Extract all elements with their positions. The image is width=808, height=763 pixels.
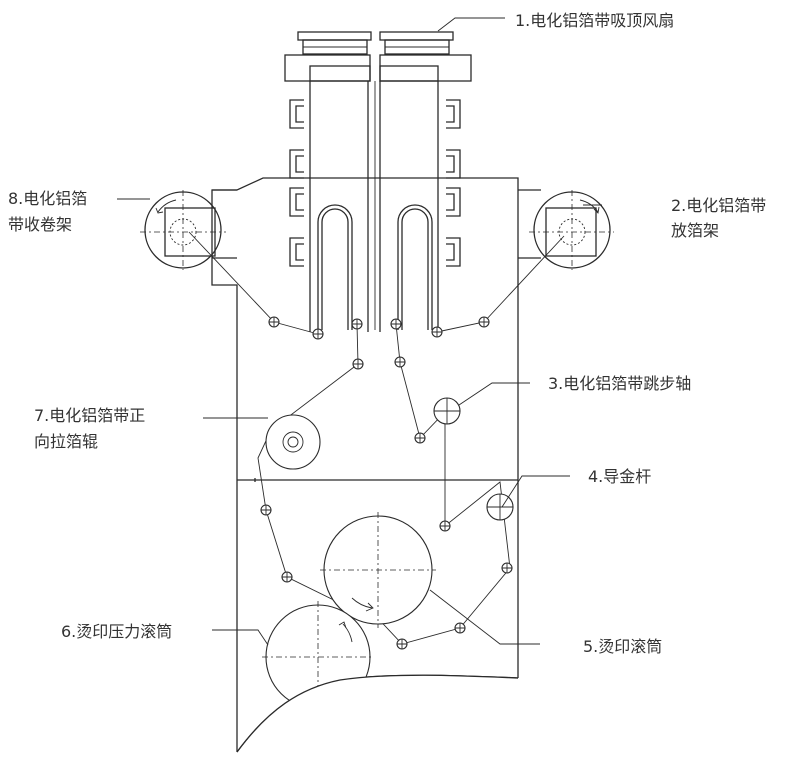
guide-roller [414,432,426,444]
pull-roller [265,414,321,470]
guide-rollers [260,316,513,650]
machine-frame [211,177,541,753]
labels: 1.电化铝箔带吸顶风扇 2.电化铝箔带 放箔架 3.电化铝箔带跳步轴 4.导金杆… [8,11,766,656]
step-shaft [433,397,461,425]
guide-bar [486,493,514,521]
guide-roller [396,638,408,650]
suction-ducts [309,81,439,332]
guide-roller [351,318,363,330]
side-brackets [289,99,461,267]
guide-roller [501,562,513,574]
label-unwind-stand-line1: 2.电化铝箔带 [671,196,766,215]
label-ceiling-fan: 1.电化铝箔带吸顶风扇 [515,11,674,30]
guide-roller [394,356,406,368]
label-stamping-drum: 5.烫印滚筒 [583,637,662,656]
label-pull-roller-line2: 向拉箔辊 [34,432,98,451]
guide-roller [478,316,490,328]
leader-lines [117,17,602,646]
guide-roller [260,504,272,516]
guide-roller [268,316,280,328]
label-pressure-drum: 6.烫印压力滚筒 [61,622,172,641]
ceiling-fan [284,31,472,82]
guide-roller [352,358,364,370]
label-unwind-stand-line2: 放箔架 [671,221,719,240]
label-rewind-stand-line2: 带收卷架 [8,215,72,234]
guide-roller [312,328,324,340]
label-pull-roller-line1: 7.电化铝箔带正 [34,406,145,425]
label-guide-bar: 4.导金杆 [588,467,651,486]
guide-roller [454,622,466,634]
guide-roller [431,326,443,338]
pressure-drum [236,601,519,760]
guide-roller [390,318,402,330]
label-rewind-stand-line1: 8.电化铝箔 [8,189,87,208]
rewind-stand [140,190,226,270]
stamping-drum [320,512,436,628]
guide-roller [281,571,293,583]
label-step-shaft: 3.电化铝箔带跳步轴 [548,374,691,393]
guide-roller [439,520,451,532]
unwind-stand [529,190,614,270]
